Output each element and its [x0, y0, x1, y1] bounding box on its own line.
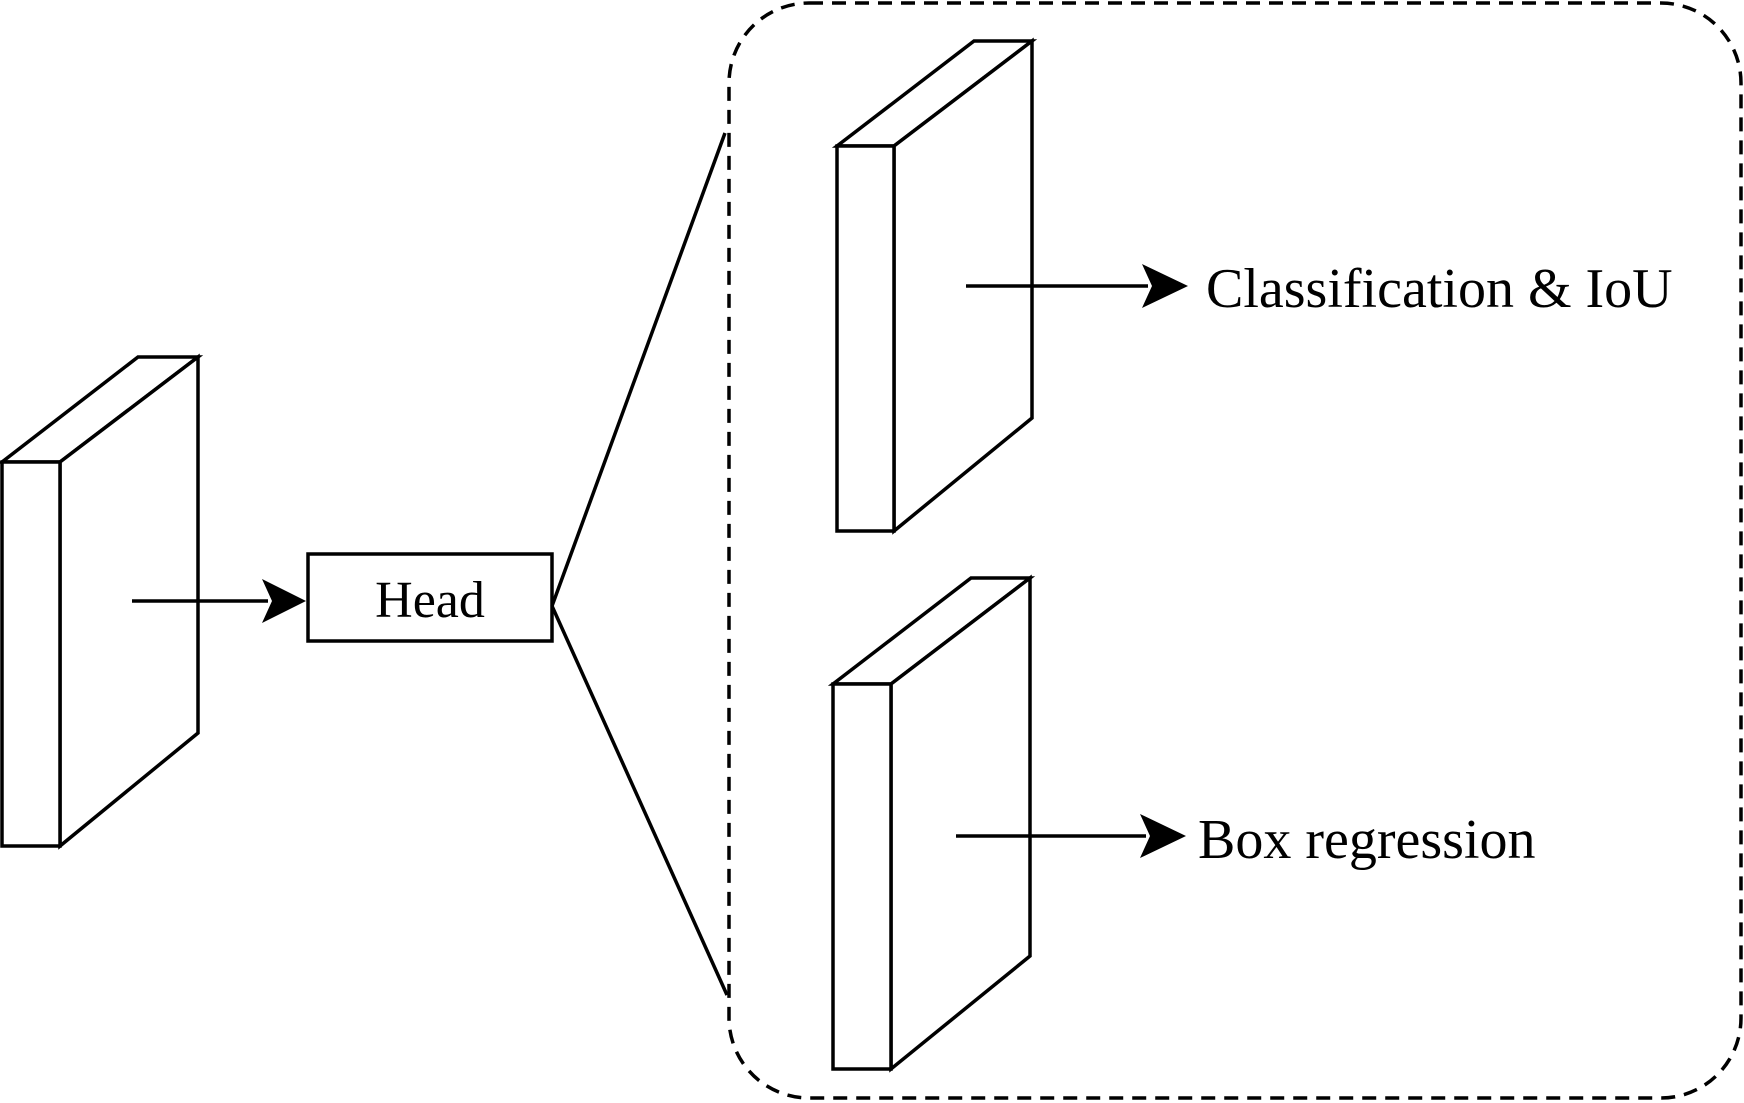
arrow-to-classification: [966, 264, 1188, 308]
box-regression-feature-map: [827, 574, 1036, 1073]
classification-feature-map-front: [835, 144, 896, 533]
input-feature-map-front: [0, 460, 62, 848]
dashed-expansion-container: [727, 1, 1743, 1100]
input-feature-map: [0, 353, 204, 850]
head-box: [306, 552, 554, 643]
arrow-to-box-regression: [956, 814, 1186, 858]
arrow-to-head: [132, 579, 306, 623]
expansion-line-top: [550, 132, 727, 607]
box-regression-feature-map-front: [831, 682, 893, 1071]
expansion-line-bottom: [550, 605, 729, 996]
box-regression-label: Box regression: [1198, 809, 1536, 871]
head-node: Head: [306, 552, 554, 643]
classification-feature-map: [831, 37, 1038, 535]
classification-iou-label: Classification & IoU: [1206, 258, 1673, 320]
head-label: Head: [375, 572, 485, 629]
